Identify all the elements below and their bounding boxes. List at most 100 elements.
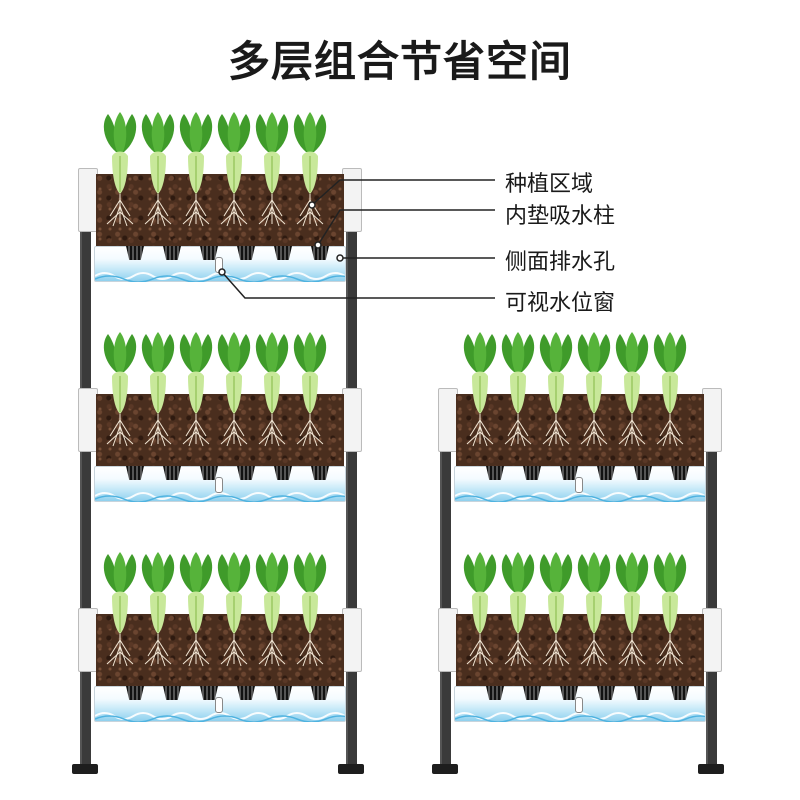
roots-icon [465, 414, 495, 454]
bok-choy-plant-icon [572, 332, 616, 414]
roots-icon [257, 194, 287, 234]
bok-choy-plant-icon [458, 552, 502, 634]
planter-left-tier-2 [78, 332, 362, 503]
wick-cup [523, 466, 541, 480]
roots-icon [503, 634, 533, 674]
roots-icon [105, 194, 135, 234]
roots-icon [655, 414, 685, 454]
label-inner-wick: 内垫吸水柱 [505, 204, 616, 229]
roots-icon [617, 414, 647, 454]
bok-choy-plant-icon [98, 112, 142, 194]
callout-line-planting-area [311, 179, 495, 206]
water-level-window [215, 697, 223, 713]
bok-choy-plant-icon [288, 112, 332, 194]
wick-cup [486, 686, 504, 700]
wick-cup [163, 686, 181, 700]
callout-line-water-window [221, 271, 495, 299]
roots-icon [541, 414, 571, 454]
planter-left-tier-1 [78, 112, 362, 283]
wick-cup [311, 246, 329, 260]
bok-choy-plant-icon [212, 552, 256, 634]
roots-icon [295, 414, 325, 454]
wick-cup [634, 686, 652, 700]
wick-cup [200, 466, 218, 480]
bok-choy-plant-icon [648, 552, 692, 634]
wick-cup [126, 246, 144, 260]
bok-choy-plant-icon [212, 332, 256, 414]
left-rack-pole-left [80, 200, 91, 770]
bok-choy-plant-icon [534, 552, 578, 634]
left-rack-pole-right [346, 200, 357, 770]
soil-bed [96, 174, 344, 246]
soil-bed [456, 614, 704, 686]
right-rack-pole-right [706, 420, 717, 770]
wick-cup [200, 686, 218, 700]
roots-icon [295, 194, 325, 234]
roots-icon [541, 634, 571, 674]
bok-choy-plant-icon [534, 332, 578, 414]
right-rack-foot-right [698, 764, 724, 774]
bok-choy-plant-icon [288, 552, 332, 634]
page-title: 多层组合节省空间 [227, 37, 572, 86]
drain-cups [120, 466, 329, 480]
wick-cup [560, 686, 578, 700]
bok-choy-plant-icon [250, 552, 294, 634]
wick-cup [126, 466, 144, 480]
drain-cups [120, 686, 329, 700]
roots-icon [219, 414, 249, 454]
roots-icon [503, 414, 533, 454]
bok-choy-plant-icon [136, 332, 180, 414]
wick-cup [126, 686, 144, 700]
roots-icon [579, 634, 609, 674]
roots-icon [219, 194, 249, 234]
drain-cups [480, 686, 689, 700]
roots-icon [143, 194, 173, 234]
bok-choy-plant-icon [648, 332, 692, 414]
roots-icon [143, 634, 173, 674]
bok-choy-plant-icon [250, 332, 294, 414]
bok-choy-plant-icon [458, 332, 502, 414]
bok-choy-plant-icon [174, 332, 218, 414]
wick-cup [274, 246, 292, 260]
bok-choy-plant-icon [572, 552, 616, 634]
wick-cup [163, 246, 181, 260]
roots-icon [257, 414, 287, 454]
bok-choy-plant-icon [250, 112, 294, 194]
bok-choy-plant-icon [174, 112, 218, 194]
roots-icon [257, 634, 287, 674]
roots-icon [617, 634, 647, 674]
wick-cup [634, 466, 652, 480]
bok-choy-plant-icon [136, 112, 180, 194]
wick-cup [237, 686, 255, 700]
right-rack-pole-left [440, 420, 451, 770]
roots-icon [181, 414, 211, 454]
right-rack-foot-left [432, 764, 458, 774]
water-level-window [215, 477, 223, 493]
label-planting-area: 种植区域 [505, 172, 594, 197]
label-water-window: 可视水位窗 [505, 291, 616, 316]
wick-cup [560, 466, 578, 480]
bok-choy-plant-icon [98, 332, 142, 414]
wick-cup [311, 686, 329, 700]
wick-cup [486, 466, 504, 480]
bok-choy-plant-icon [610, 332, 654, 414]
left-rack-foot-left [72, 764, 98, 774]
planter-left-tier-3 [78, 552, 362, 723]
wick-cup [523, 686, 541, 700]
bok-choy-plant-icon [610, 552, 654, 634]
wick-cup [311, 466, 329, 480]
planter-right-tier-2 [438, 552, 722, 723]
wick-cup [671, 686, 689, 700]
roots-icon [295, 634, 325, 674]
wick-cup [671, 466, 689, 480]
roots-icon [105, 414, 135, 454]
bok-choy-plant-icon [496, 552, 540, 634]
wick-cup [163, 466, 181, 480]
wick-cup [274, 686, 292, 700]
planter-right-tier-1 [438, 332, 722, 503]
roots-icon [181, 194, 211, 234]
bok-choy-plant-icon [212, 112, 256, 194]
roots-icon [655, 634, 685, 674]
roots-icon [181, 634, 211, 674]
